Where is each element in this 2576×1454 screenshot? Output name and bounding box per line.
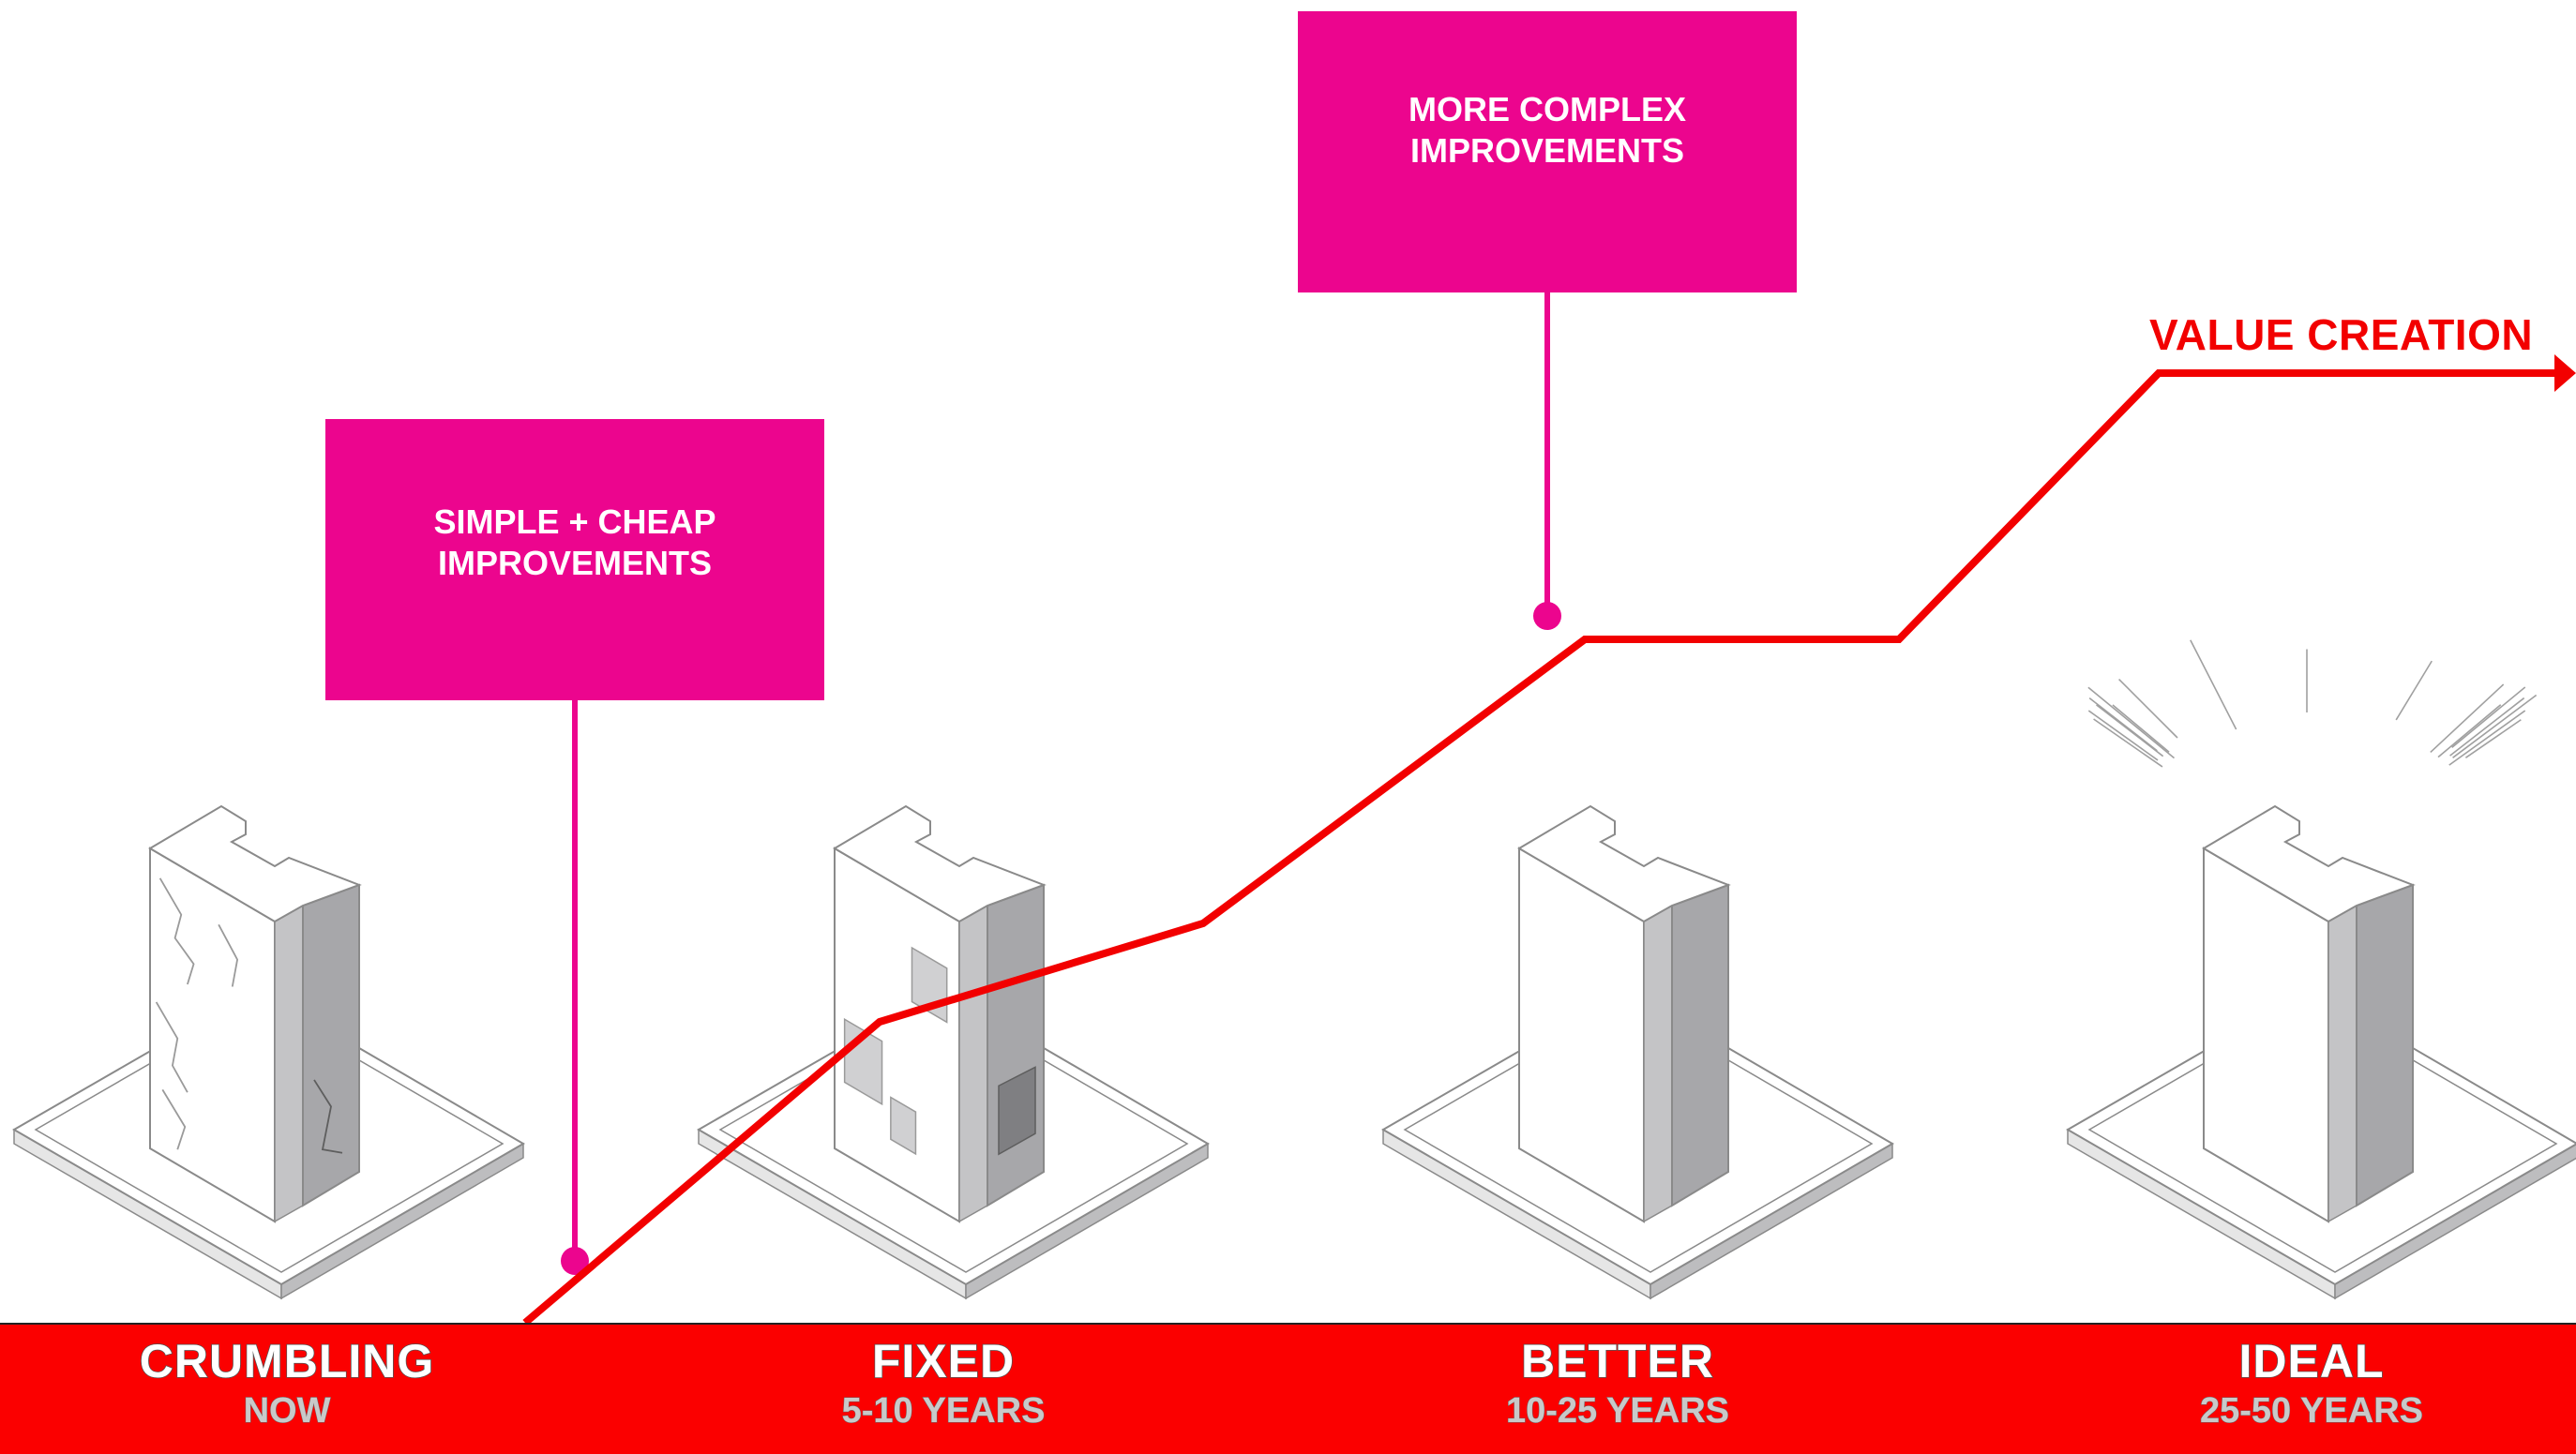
glow-ray	[2118, 679, 2178, 739]
stage-label-fixed: FIXED 5-10 YEARS	[700, 1334, 1187, 1434]
stage-name: CRUMBLING	[139, 1334, 435, 1388]
crack-2	[161, 1088, 187, 1150]
glow-ray	[2451, 686, 2526, 748]
glow-ray	[2448, 710, 2526, 766]
glow-ray	[2087, 686, 2176, 759]
stage-label-crumbling: CRUMBLING NOW	[43, 1334, 531, 1434]
stage-name: FIXED	[871, 1334, 1016, 1388]
building-fixed	[697, 804, 1210, 1300]
callout-complex-improvements: MORE COMPLEX IMPROVEMENTS	[1298, 11, 1797, 292]
building-ideal	[2066, 639, 2576, 1300]
crack-0	[158, 877, 195, 985]
connector-dot-complex-improvements	[1533, 602, 1561, 630]
glow-ray	[2449, 697, 2525, 757]
glow-ray	[2395, 660, 2433, 721]
tower-fin	[2327, 904, 2358, 1223]
glow-ray	[2190, 639, 2237, 730]
patch-2	[890, 1096, 917, 1156]
patch-side	[998, 1066, 1036, 1156]
tower-roof	[833, 804, 1047, 923]
stage-time: 5-10 YEARS	[841, 1391, 1046, 1432]
glow-ray	[2430, 683, 2505, 753]
timeline-band	[0, 1323, 2576, 1454]
stage-name: BETTER	[1520, 1334, 1714, 1388]
building-crumbling	[12, 804, 525, 1300]
tower-side-face	[302, 883, 360, 1207]
glow-ray	[2088, 697, 2158, 752]
stage-time: 10-25 YEARS	[1506, 1391, 1730, 1432]
callout-simple-improvements-text: SIMPLE + CHEAP IMPROVEMENTS	[433, 502, 716, 582]
buildings-layer	[12, 639, 2576, 1300]
glow-ray	[2452, 694, 2538, 758]
crack-1	[155, 1001, 188, 1093]
value-creation-arrowhead	[2554, 354, 2576, 392]
tower-side-face	[987, 883, 1045, 1207]
callout-simple-improvements: SIMPLE + CHEAP IMPROVEMENTS	[325, 419, 824, 700]
tower-roof	[148, 804, 362, 923]
tower-side-face	[1671, 883, 1729, 1207]
stage-name: IDEAL	[2238, 1334, 2385, 1388]
glow-ray	[2087, 710, 2159, 761]
building-better	[1381, 804, 1894, 1300]
tower-side-face	[2356, 883, 2414, 1207]
glow-ray	[2112, 704, 2170, 753]
value-line-layer	[522, 354, 2576, 1327]
tower-fin	[274, 904, 304, 1223]
glow-ray	[2464, 719, 2522, 758]
stage-label-better: BETTER 10-25 YEARS	[1374, 1334, 1861, 1434]
glow-ray	[2096, 704, 2164, 757]
callout-complex-improvements-text: MORE COMPLEX IMPROVEMENTS	[1408, 90, 1686, 170]
stage-time: 25-50 YEARS	[2200, 1391, 2424, 1432]
crack-3	[218, 923, 239, 987]
tower-fin	[1643, 904, 1673, 1223]
stage-time: NOW	[243, 1391, 331, 1432]
stage-label-ideal: IDEAL 25-50 YEARS	[2068, 1334, 2555, 1434]
tower-roof	[1517, 804, 1731, 923]
glow-ray	[2093, 718, 2163, 768]
value-creation-label: VALUE CREATION	[2149, 310, 2534, 359]
value-creation-line	[522, 369, 2560, 1327]
tower-fin	[958, 904, 988, 1223]
glow-ray	[2437, 704, 2502, 758]
callout-connectors	[561, 292, 1561, 1275]
tower-roof	[2202, 804, 2416, 923]
connector-dot-simple-improvements	[561, 1247, 589, 1275]
crack-side	[313, 1079, 343, 1154]
